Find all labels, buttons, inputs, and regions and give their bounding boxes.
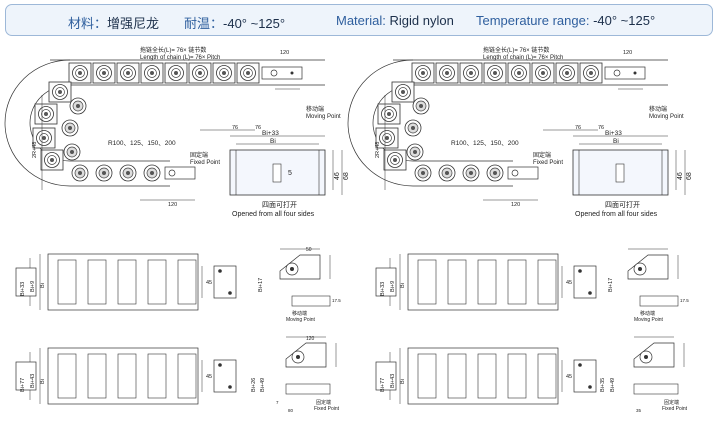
chain-top-view-right-lower: Bi+77 Bi+43 Bi 45 Bi+35 Bi+49 固定端 Fixed … [375, 336, 688, 413]
dim-5-label: 5 [288, 170, 292, 177]
chain-side-view-right: 拖链全长(L)= 76× 链节数 Length of chain (L)= 76… [348, 46, 693, 218]
spec-banner: 材料：增强尼龙 耐温：-40° ~125° Material: Rigid ny… [5, 4, 713, 36]
fixed-point-en-label: Fixed Point [533, 160, 563, 166]
radius-label: R100、125、150、200 [108, 140, 176, 147]
chain-top-view-left-upper: Bi+33 Bi+9 Bi 45 Bi+17 50 移动端 Moving Poi… [15, 247, 341, 323]
dim-bi-label: Bi [400, 283, 406, 288]
dim-bi-label: Bi [270, 138, 276, 145]
moving-point-bracket [291, 295, 331, 307]
moving-point-cn-label: 移动端 [640, 310, 655, 317]
dim-50-label: 50 [306, 247, 312, 253]
length-cn-label: 拖链全长(L)= 76× 链节数 [483, 46, 549, 54]
dim-2r48-label: 2R+48 [375, 142, 381, 158]
dim-76-label: 76 [575, 125, 581, 131]
temperature-cn-spec: 耐温：-40° ~125° [184, 16, 286, 31]
moving-point-en-label: Moving Point [634, 317, 664, 323]
dim-bi-label: Bi [40, 283, 46, 288]
length-en-label: Length of chain (L)= 76× Pitch [483, 55, 563, 61]
fixed-point-cn-label: 固定端 [664, 399, 679, 406]
technical-drawings: 拖链全长(L)= 76× 链节数 Length of chain (L)= 76… [0, 46, 693, 413]
dim-2r48-label: 2R+48 [32, 142, 38, 158]
dim-bi49-label: Bi+49 [260, 378, 266, 392]
fixed-point-bracket [285, 383, 331, 395]
dim-120-label: 120 [511, 202, 520, 208]
dim-17-5-label: 17.5 [680, 298, 689, 303]
dim-45-label: 45 [206, 374, 212, 380]
dim-bi43-label: Bi+43 [30, 374, 36, 388]
dim-7-label: 7 [276, 400, 279, 405]
dim-bi17-label: Bi+17 [608, 278, 614, 292]
fixed-point-en-label: Fixed Point [662, 406, 688, 412]
fixed-point-cn-label: 固定端 [190, 151, 208, 159]
moving-point-en-label: Moving Point [286, 317, 316, 323]
dim-46-label: 46 [334, 172, 341, 180]
chain-top-view-left-lower: Bi+77 Bi+43 Bi 45 Bi+26 Bi+49 120 固定端 Fi… [15, 336, 340, 413]
fixed-point-en-label: Fixed Point [314, 406, 340, 412]
opened-sides-en-label: Opened from all four sides [232, 211, 315, 218]
moving-point-cn-label: 移动端 [306, 105, 324, 113]
dim-17-5-label: 17.5 [332, 298, 341, 303]
moving-point-bracket [639, 295, 679, 307]
opened-sides-en-label: Opened from all four sides [575, 211, 658, 218]
dim-45-label: 45 [566, 374, 572, 380]
dim-bi26-label: Bi+26 [251, 378, 257, 392]
dim-bi-label: Bi [613, 138, 619, 145]
dim-bi33-label: Bi+33 [262, 130, 279, 137]
dim-bi-label: Bi [40, 379, 46, 384]
fixed-point-bracket [633, 383, 679, 395]
material-en-spec: Material: Rigid nylon [336, 13, 454, 28]
dim-35-label: 35 [636, 408, 642, 413]
dim-120-label: 120 [280, 50, 289, 56]
dim-76-label: 76 [232, 125, 238, 131]
moving-point-en-label: Moving Point [306, 114, 341, 120]
length-en-label: Length of chain (L)= 76× Pitch [140, 55, 220, 61]
dim-bi35-label: Bi+35 [600, 378, 606, 392]
dim-46-label: 46 [677, 172, 684, 180]
moving-point-en-label: Moving Point [649, 114, 684, 120]
dim-45-label: 45 [206, 280, 212, 286]
opened-sides-cn-label: 四面可打开 [262, 200, 297, 209]
length-cn-label: 拖链全长(L)= 76× 链节数 [140, 46, 206, 54]
fixed-point-en-label: Fixed Point [190, 160, 220, 166]
chain-top-view-right-upper: Bi+33 Bi+9 Bi 45 Bi+17 移动端 Moving Point … [375, 248, 689, 323]
dim-76-label: 76 [255, 125, 261, 131]
dim-bi43-label: Bi+43 [390, 374, 396, 388]
dim-bi33-label: Bi+33 [605, 130, 622, 137]
dim-120-label: 120 [623, 50, 632, 56]
dim-120-label: 120 [168, 202, 177, 208]
temperature-en-spec: Temperature range: -40° ~125° [476, 13, 656, 28]
dim-80-label: 80 [288, 408, 294, 413]
opened-sides-cn-label: 四面可打开 [605, 200, 640, 209]
dim-bi33-label: Bi+33 [380, 282, 386, 296]
dim-bi77-label: Bi+77 [20, 378, 26, 392]
dim-120-label: 120 [306, 336, 315, 342]
fixed-point-cn-label: 固定端 [533, 151, 551, 159]
dim-45-label: 45 [566, 280, 572, 286]
material-cn-spec: 材料：增强尼龙 [68, 16, 160, 31]
dim-bi9-label: Bi+9 [30, 281, 36, 292]
dim-76-label: 76 [598, 125, 604, 131]
dim-bi33-label: Bi+33 [20, 282, 26, 296]
radius-label: R100、125、150、200 [451, 140, 519, 147]
moving-point-cn-label: 移动端 [292, 310, 307, 317]
dim-68-label: 68 [343, 172, 350, 180]
dim-bi49-label: Bi+49 [610, 378, 616, 392]
fixed-point-cn-label: 固定端 [316, 399, 331, 406]
dim-68-label: 68 [686, 172, 693, 180]
dim-bi9-label: Bi+9 [390, 281, 396, 292]
dim-bi17-label: Bi+17 [258, 278, 264, 292]
moving-point-cn-label: 移动端 [649, 105, 667, 113]
dim-bi77-label: Bi+77 [380, 378, 386, 392]
chain-side-view-left: 拖链全长(L)= 76× 链节数 Length of chain (L)= 76… [5, 46, 350, 218]
dim-bi-label: Bi [400, 379, 406, 384]
